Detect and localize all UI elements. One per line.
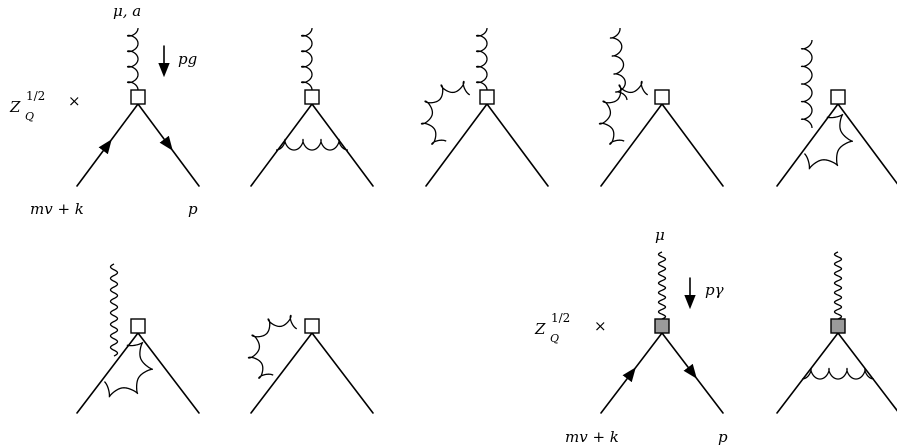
d3-vertex	[479, 89, 495, 105]
d2-right-leg	[311, 103, 374, 187]
d1-vertex	[130, 89, 146, 105]
d3-right-leg	[486, 103, 549, 187]
d7-loop-gluon	[247, 314, 298, 379]
gluon-momentum-label: pg	[178, 50, 197, 68]
d7-vertex	[304, 318, 320, 334]
d9-right-leg	[837, 332, 897, 412]
d4-gluon	[609, 27, 628, 101]
photon-index-label: μ	[655, 226, 665, 244]
d5-gluon	[800, 39, 813, 129]
outgoing-momentum-label-top: p	[188, 200, 198, 218]
d8-vertex	[654, 318, 670, 334]
d7-right-leg	[311, 332, 374, 414]
d8-incoming-quark	[600, 332, 663, 414]
d6-right-leg	[137, 332, 200, 414]
outgoing-momentum-label-bottom: p	[718, 428, 728, 446]
d2-gluon	[300, 27, 313, 91]
gluon-index-label: μ, a	[113, 2, 141, 20]
d6-left-leg	[76, 332, 139, 414]
incoming-momentum-label-bottom: mv + k	[565, 428, 619, 446]
photon-momentum-label: pγ	[705, 281, 724, 299]
times-sign-top: ×	[68, 92, 81, 110]
d3-left-leg	[425, 103, 488, 187]
renormalization-factor-top: Z Q 1/2	[9, 89, 45, 124]
d7-left-leg	[250, 332, 313, 414]
renormalization-factor-bottom: Z Q 1/2	[534, 311, 570, 346]
d1-incoming-quark	[76, 103, 139, 187]
d9-loop-gluon	[801, 367, 875, 380]
d5-left-leg	[776, 103, 839, 187]
d6-vertex	[130, 318, 146, 334]
d8-outgoing-quark	[661, 332, 724, 414]
d4-loop-gluon	[598, 80, 649, 145]
d9-photon	[833, 251, 843, 320]
d2-loop-gluon	[275, 138, 349, 151]
times-sign-bottom: ×	[594, 317, 607, 335]
d1-gluon	[126, 27, 139, 91]
d8-photon	[657, 251, 667, 320]
d4-vertex	[654, 89, 670, 105]
incoming-momentum-label-top: mv + k	[30, 200, 84, 218]
d1-outgoing-quark	[137, 103, 200, 187]
d9-left-leg	[776, 332, 839, 414]
d9-vertex	[830, 318, 846, 334]
d6-photon	[109, 263, 119, 357]
d5-loop-gluon	[803, 113, 854, 170]
d2-vertex	[304, 89, 320, 105]
d2-left-leg	[250, 103, 313, 187]
d6-loop-gluon	[103, 341, 154, 398]
d4-right-leg	[661, 103, 724, 187]
diagram-lines	[76, 27, 897, 414]
d4-left-leg	[600, 103, 663, 187]
d3-loop-gluon	[420, 80, 471, 145]
d5-vertex	[830, 89, 846, 105]
d3-gluon	[475, 27, 488, 91]
d5-right-leg	[837, 103, 897, 185]
